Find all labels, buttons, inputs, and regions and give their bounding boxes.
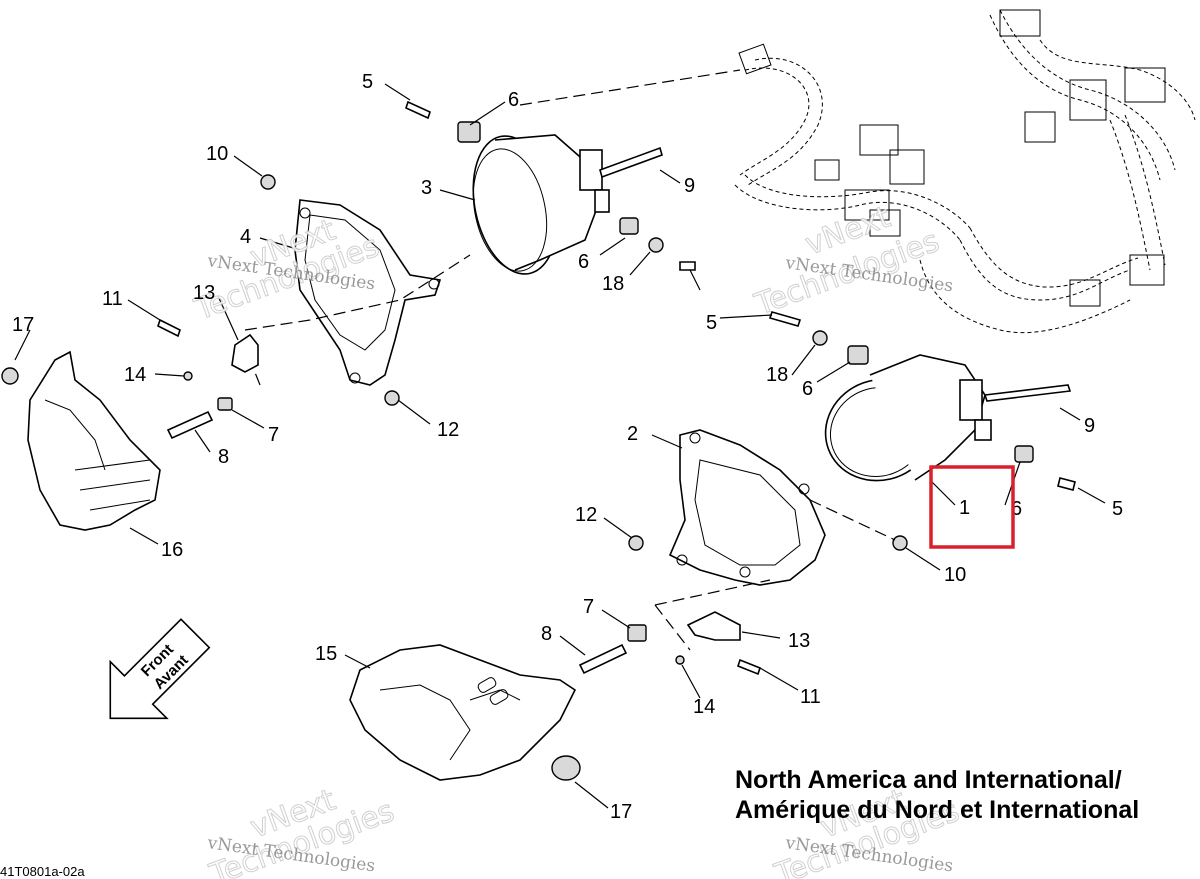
callout-6: 6 xyxy=(1011,498,1022,520)
callout-10: 10 xyxy=(206,143,228,165)
callout-9: 9 xyxy=(684,175,695,197)
lower-headlamp-assembly xyxy=(578,311,1076,676)
region-title-en: North America and International/ xyxy=(735,766,1122,794)
highlight-box-callout-1 xyxy=(929,465,1015,549)
callout-8: 8 xyxy=(541,623,552,645)
callout-9: 9 xyxy=(1084,415,1095,437)
front-arrow: Front Avant xyxy=(109,618,211,720)
callout-7: 7 xyxy=(268,424,279,446)
callout-18: 18 xyxy=(766,364,788,386)
callout-15: 15 xyxy=(315,643,337,665)
callout-7: 7 xyxy=(583,596,594,618)
callout-8: 8 xyxy=(218,446,229,468)
callout-17: 17 xyxy=(610,801,632,823)
document-id: 41T0801a-02a xyxy=(0,864,85,879)
callout-5: 5 xyxy=(362,71,373,93)
callout-17: 17 xyxy=(12,314,34,336)
wiring-harness xyxy=(734,9,1196,334)
callout-12: 12 xyxy=(437,419,459,441)
callout-4: 4 xyxy=(240,226,251,248)
callout-10: 10 xyxy=(944,564,966,586)
callout-6: 6 xyxy=(508,89,519,111)
callout-18: 18 xyxy=(602,273,624,295)
callout-11: 11 xyxy=(102,288,123,310)
callout-12: 12 xyxy=(575,504,597,526)
upper-headlamp-assembly xyxy=(157,69,741,440)
callout-2: 2 xyxy=(627,423,638,445)
callout-14: 14 xyxy=(693,696,715,718)
leader-lines xyxy=(14,83,1106,809)
callout-11: 11 xyxy=(800,686,821,708)
callout-5: 5 xyxy=(706,312,717,334)
callout-3: 3 xyxy=(421,177,432,199)
callout-5: 5 xyxy=(1112,498,1123,520)
callout-labels: 5 6 10 3 9 4 6 18 5 11 13 17 14 7 8 12 1… xyxy=(12,71,1123,823)
callout-6: 6 xyxy=(802,378,813,400)
region-title-fr: Amérique du Nord et International xyxy=(735,796,1139,824)
left-cover-16 xyxy=(1,350,161,531)
callout-14: 14 xyxy=(124,364,146,386)
callout-16: 16 xyxy=(161,539,183,561)
lower-cover-15 xyxy=(349,644,581,781)
callout-6: 6 xyxy=(578,251,589,273)
callout-13: 13 xyxy=(788,630,810,652)
callout-13: 13 xyxy=(193,282,215,304)
callout-1: 1 xyxy=(959,497,970,519)
